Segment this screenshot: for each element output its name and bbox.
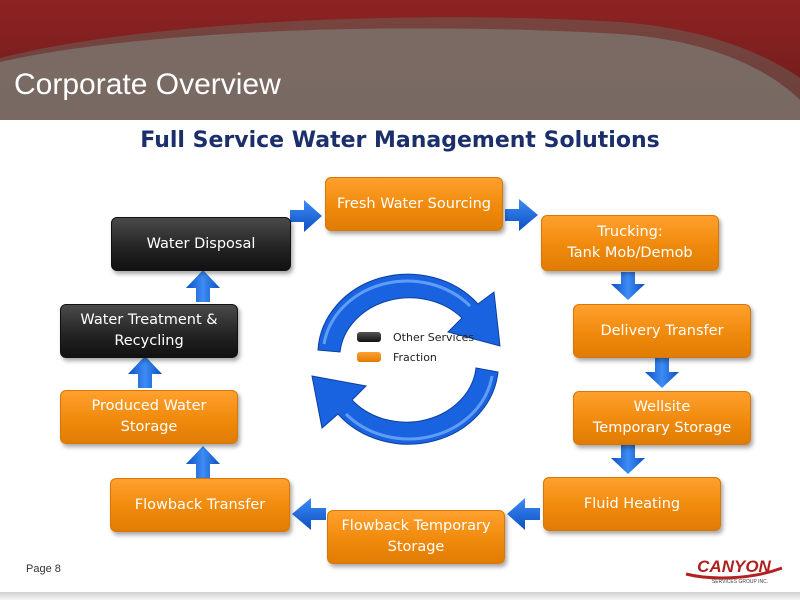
arrow-fresh-to-trucking <box>505 199 538 231</box>
box-flowback-transfer: Flowback Transfer <box>110 478 290 532</box>
box-trucking-label-2: Tank Mob/Demob <box>567 245 693 261</box>
arrow-heating-to-flowback-temp <box>507 498 540 530</box>
box-produced-water-label-2: Storage <box>120 419 178 435</box>
footer-bar <box>0 592 800 600</box>
box-water-disposal: Water Disposal <box>111 217 291 271</box>
box-flowback-temporary-storage: Flowback Temporary Storage <box>327 510 505 564</box>
legend-label-fraction: Fraction <box>393 351 437 364</box>
arrow-delivery-to-wellsite <box>645 358 679 388</box>
arrow-trucking-to-delivery <box>611 272 645 300</box>
canyon-logo: CANYON SERVICES GROUP INC. <box>685 557 783 585</box>
box-flowback-transfer-label: Flowback Transfer <box>134 496 266 513</box>
logo-name: CANYON <box>697 557 771 576</box>
box-fluid-heating: Fluid Heating <box>543 477 721 531</box>
legend-swatch-fraction <box>357 352 381 362</box>
box-produced-water-label-1: Produced Water <box>91 398 207 414</box>
arrow-produced-to-treatment <box>128 356 162 388</box>
arrow-transfer-to-produced <box>186 446 220 478</box>
legend-label-other-services: Other Services <box>393 331 475 344</box>
cycle-arrow-bottom <box>311 367 499 445</box>
box-trucking: Trucking: Tank Mob/Demob <box>541 215 719 271</box>
box-fresh-water-sourcing-label: Fresh Water Sourcing <box>337 195 491 212</box>
legend-swatch-other-services <box>357 332 381 342</box>
box-water-disposal-label: Water Disposal <box>146 235 256 252</box>
box-water-treatment: Water Treatment & Recycling <box>60 304 238 358</box>
header-banner: Corporate Overview <box>0 0 800 120</box>
box-trucking-label-1: Trucking: <box>597 224 663 240</box>
arrow-disposal-to-fresh <box>290 200 322 232</box>
arrow-flowback-temp-to-transfer <box>292 498 326 530</box>
arrow-wellsite-to-heating <box>611 444 645 474</box>
box-wellsite-storage: Wellsite Temporary Storage <box>573 391 751 445</box>
box-wellsite-label-2: Temporary Storage <box>592 420 732 436</box>
page-title: Corporate Overview <box>14 68 281 101</box>
box-delivery-transfer-label: Delivery Transfer <box>600 322 724 339</box>
header-swoosh <box>0 17 800 120</box>
box-fluid-heating-label: Fluid Heating <box>583 495 681 512</box>
box-wellsite-label-1: Wellsite <box>633 399 691 415</box>
diagram-subtitle: Full Service Water Management Solutions <box>140 128 660 153</box>
box-flowback-temp-label-1: Flowback Temporary <box>341 518 491 534</box>
arrow-treatment-to-disposal <box>186 270 220 302</box>
page-number: Page 8 <box>26 563 61 575</box>
box-flowback-temp-label-2: Storage <box>387 539 445 555</box>
cycle-arrow-top <box>317 273 501 353</box>
box-delivery-transfer: Delivery Transfer <box>573 304 751 358</box>
logo-sub: SERVICES GROUP INC. <box>712 579 768 585</box>
box-fresh-water-sourcing: Fresh Water Sourcing <box>325 177 503 231</box>
box-water-treatment-label-1: Water Treatment & <box>80 312 218 328</box>
box-produced-water-storage: Produced Water Storage <box>60 390 238 444</box>
box-water-treatment-label-2: Recycling <box>114 333 184 349</box>
